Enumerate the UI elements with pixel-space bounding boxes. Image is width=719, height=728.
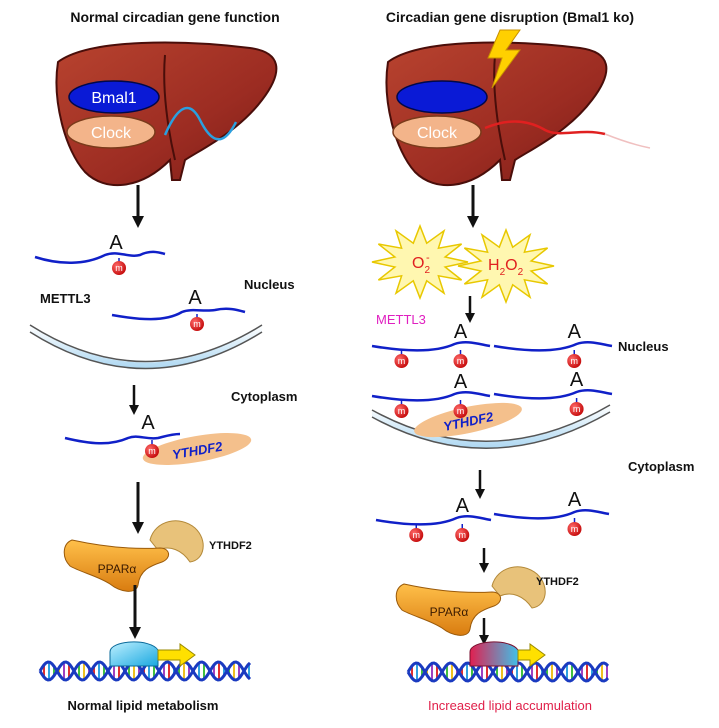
superoxide-text: O2- <box>412 252 430 276</box>
ythdf2-protein <box>491 566 546 609</box>
left-mrna-3: YTHDF2 A m <box>64 412 252 465</box>
m6a-mark <box>455 528 470 542</box>
left-mrna-2: A m <box>111 287 246 331</box>
right-liver-illustration: Clock <box>385 29 651 187</box>
mrna-base-a: A <box>456 495 470 517</box>
mrna-base-a: A <box>188 287 202 309</box>
clock-oval <box>392 115 482 149</box>
transcription-arrow <box>157 643 196 667</box>
left-nucleus-membrane <box>29 324 263 370</box>
ythdf2-protein <box>149 520 204 563</box>
m6a-mark-label: m <box>457 356 465 366</box>
m6a-mark <box>409 528 424 542</box>
clock-oval <box>66 115 156 149</box>
m6a-mark-label: m <box>398 356 406 366</box>
ppar-label: PPARα <box>98 562 137 576</box>
m6a-mark-label: m <box>398 406 406 416</box>
right-transcription-factor <box>469 641 546 667</box>
peroxide-burst: H2O2 <box>457 227 555 305</box>
right-ppar-complex: PPARα YTHDF2 <box>395 566 579 636</box>
ythdf2-reader <box>142 433 252 465</box>
m6a-mark-label: m <box>570 356 578 366</box>
left-writer-label: METTL3 <box>40 291 91 306</box>
ythdf2-reader <box>414 402 522 438</box>
left-nucleus-label: Nucleus <box>244 277 295 292</box>
m6a-mark <box>569 402 584 416</box>
m6a-mark <box>190 317 204 331</box>
m6a-mark <box>567 522 582 536</box>
mrna-strand: m m A <box>371 321 491 368</box>
m6a-mark <box>394 354 409 368</box>
m6a-mark <box>394 404 409 418</box>
mrna-base-a: A <box>568 489 582 511</box>
m6a-mark <box>453 404 468 418</box>
right-nucleus-membrane <box>371 404 611 450</box>
superoxide-burst: O2- <box>371 223 469 301</box>
mrna-strand: mA <box>493 321 613 368</box>
clock-label: Clock <box>91 125 132 142</box>
left-outcome: Normal lipid metabolism <box>68 698 219 713</box>
m6a-mark-label: m <box>573 404 581 414</box>
m6a-mark <box>112 261 126 275</box>
mrna-strand: m m A <box>375 495 492 542</box>
mrna-base-a: A <box>454 321 468 343</box>
right-outcome: Increased lipid accumulation <box>428 698 592 713</box>
bmal1-label: Bmal1 <box>91 90 136 107</box>
m6a-mark-label: m <box>148 446 156 456</box>
mrna-strand: mA <box>493 489 610 536</box>
mrna-base-a: A <box>570 369 584 391</box>
m6a-mark-label: m <box>413 530 421 540</box>
right-cytoplasm-label: Cytoplasm <box>628 459 694 474</box>
m6a-mark-label: m <box>193 319 201 329</box>
m6a-mark-label: m <box>115 263 123 273</box>
left-title: Normal circadian gene function <box>70 9 279 25</box>
m6a-mark-label: m <box>457 406 465 416</box>
mrna-base-a: A <box>109 232 123 254</box>
ppar-reader-label: YTHDF2 <box>536 576 579 588</box>
mrna-base-a: A <box>141 412 155 434</box>
left-cytoplasm-label: Cytoplasm <box>231 389 297 404</box>
left-mrna-1: A m <box>34 232 166 275</box>
left-transcription-factor <box>109 641 196 667</box>
ppar-label: PPARα <box>430 605 469 619</box>
right-nucleus-label: Nucleus <box>618 339 669 354</box>
mrna-strand: m m A <box>371 371 491 418</box>
clock-label: Clock <box>417 125 458 142</box>
transcription-arrow <box>517 643 546 667</box>
circadian-wave <box>163 106 238 141</box>
m6a-mark <box>145 444 159 458</box>
lightning-icon <box>487 29 521 89</box>
m6a-mark-label: m <box>571 524 579 534</box>
dna-strand <box>406 661 610 683</box>
ppar-protein <box>63 539 169 592</box>
mrna-strand: mA <box>493 369 613 416</box>
bmal1-oval-knockout <box>396 80 488 114</box>
mrna-base-a: A <box>568 321 582 343</box>
disrupted-wave <box>484 120 606 136</box>
left-liver-illustration: Bmal1 Clock <box>55 41 278 187</box>
right-title: Circadian gene disruption (Bmal1 ko) <box>386 9 634 25</box>
dna-strand <box>38 660 252 682</box>
right-writer-label: METTL3 <box>376 312 426 327</box>
right-dna-helix <box>406 661 610 683</box>
peroxide-text: H2O2 <box>488 257 524 278</box>
m6a-mark <box>453 354 468 368</box>
bmal1-oval <box>68 80 160 114</box>
m6a-mark <box>567 354 582 368</box>
ppar-protein <box>395 583 501 636</box>
mrna-base-a: A <box>454 371 468 393</box>
left-ppar-complex: PPARα YTHDF2 <box>63 520 252 592</box>
m6a-mark-label: m <box>459 530 467 540</box>
ppar-reader-label: YTHDF2 <box>209 540 252 552</box>
